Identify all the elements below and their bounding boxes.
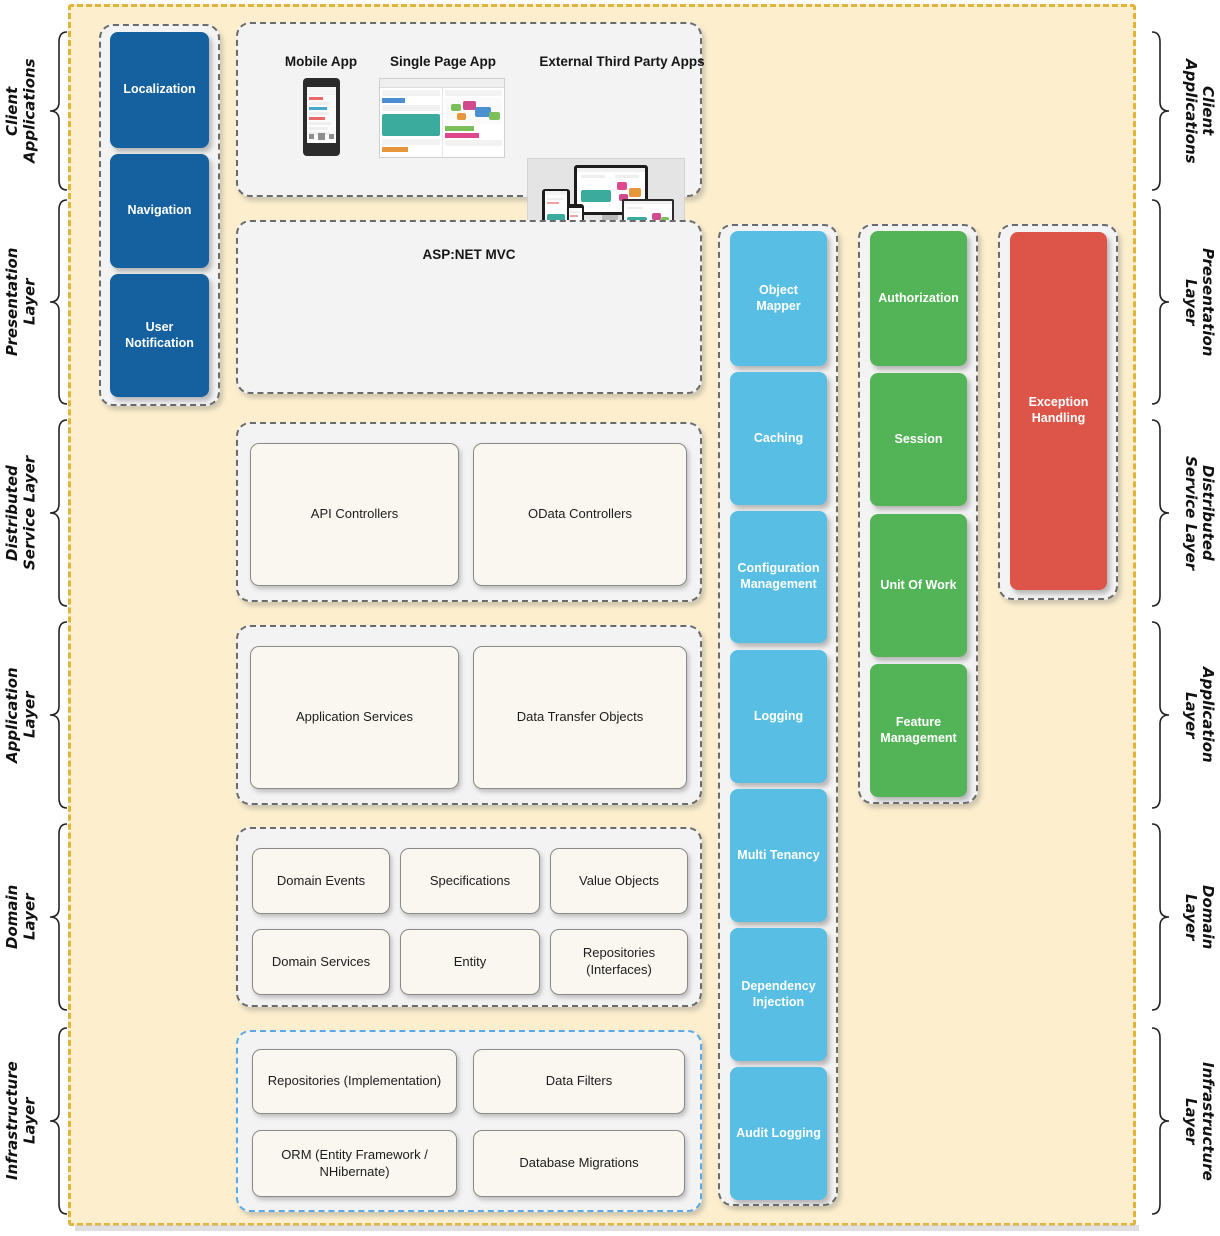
left-brace-infrastructure-layer [47,1026,69,1216]
right-brace-infrastructure-layer [1150,1026,1172,1216]
tile-logging[interactable]: Logging [730,650,827,783]
tile-database-migrations-label: Database Migrations [519,1155,639,1171]
tile-orm[interactable]: ORM (Entity Framework / NHibernate) [252,1130,457,1197]
tile-audit-logging-label: Audit Logging [736,1125,821,1140]
tile-data-transfer-objects-label: Data Transfer Objects [516,709,644,725]
right-label-domain-layer: Domain Layer [1181,884,1217,950]
tile-configuration-management[interactable]: Configuration Management [730,511,827,643]
tile-data-filters-label: Data Filters [545,1073,613,1089]
tile-session[interactable]: Session [870,373,967,506]
tile-user-notification-label: User Notification [125,319,194,350]
right-brace-domain-layer [1150,822,1172,1012]
tile-authorization-label: Authorization [878,290,959,305]
tile-navigation-label: Navigation [127,203,192,218]
tile-session-label: Session [894,431,943,446]
left-label-distributed-service-layer: Distributed Service Layer [3,455,39,571]
right-brace-client-applications [1150,30,1172,192]
right-label-distributed-service-layer: Distributed Service Layer [1181,455,1217,571]
left-brace-presentation-layer [47,198,69,406]
tile-dependency-injection[interactable]: Dependency Injection [730,928,827,1061]
tile-caching[interactable]: Caching [730,372,827,505]
left-label-application-layer: Application Layer [3,667,39,763]
right-label-infrastructure-layer: Infrastructure Layer [1181,1061,1217,1181]
tile-data-transfer-objects[interactable]: Data Transfer Objects [473,646,687,789]
left-label-presentation-layer: Presentation Layer [3,247,39,357]
tile-localization-label: Localization [123,82,196,97]
tile-domain-events-label: Domain Events [276,872,366,888]
tile-entity-label: Entity [453,953,487,969]
tile-application-services-label: Application Services [295,709,414,725]
left-brace-client-applications [47,30,69,192]
tile-value-objects-label: Value Objects [579,872,659,888]
tile-value-objects[interactable]: Value Objects [550,848,688,914]
tile-orm-label: ORM (Entity Framework / NHibernate) [281,1146,428,1179]
tile-feature-management-label: Feature Management [880,714,957,745]
tile-caching-label: Caching [753,430,804,445]
tile-feature-management[interactable]: Feature Management [870,664,967,797]
tile-odata-controllers-label: OData Controllers [527,506,633,522]
right-brace-application-layer [1150,620,1172,810]
tile-audit-logging[interactable]: Audit Logging [730,1067,827,1200]
left-label-domain-layer: Domain Layer [3,884,39,950]
right-label-presentation-layer: Presentation Layer [1181,247,1217,357]
tile-odata-controllers[interactable]: OData Controllers [473,443,687,586]
tile-database-migrations[interactable]: Database Migrations [473,1130,685,1197]
client-app-label-mobile: Mobile App [284,54,358,69]
left-label-infrastructure-layer: Infrastructure Layer [3,1061,39,1181]
left-brace-distributed-service-layer [47,418,69,608]
tile-multi-tenancy[interactable]: Multi Tenancy [730,789,827,922]
presentation-layer-group [236,220,702,394]
right-brace-presentation-layer [1150,198,1172,406]
tile-multi-tenancy-label: Multi Tenancy [737,847,820,862]
client-app-label-spa: Single Page App [389,54,497,69]
tile-logging-label: Logging [753,708,804,723]
tile-specifications-label: Specifications [429,872,511,888]
tile-api-controllers-label: API Controllers [310,506,399,522]
tile-exception-handling-label: Exception Handling [1028,395,1089,425]
aspnet-mvc-title: ASP:NET MVC [422,247,516,262]
tile-repositories-interfaces-label: Repositories (Interfaces) [582,945,656,977]
tile-user-notification[interactable]: User Notification [110,274,209,397]
tile-entity[interactable]: Entity [400,929,540,995]
left-brace-application-layer [47,620,69,810]
left-label-client-applications: Client Applications [3,58,39,164]
tile-object-mapper-label: Object Mapper [756,282,801,313]
tile-unit-of-work-label: Unit Of Work [880,577,957,592]
tile-application-services[interactable]: Application Services [250,646,459,789]
tile-authorization[interactable]: Authorization [870,231,967,366]
tile-domain-services[interactable]: Domain Services [252,929,390,995]
dashboard-thumbnail-spa [379,78,505,158]
tile-data-filters[interactable]: Data Filters [473,1049,685,1114]
right-label-application-layer: Application Layer [1181,667,1217,763]
tile-domain-events[interactable]: Domain Events [252,848,390,914]
tile-dependency-injection-label: Dependency Injection [741,978,816,1009]
tile-api-controllers[interactable]: API Controllers [250,443,459,586]
tile-localization[interactable]: Localization [110,32,209,148]
tile-configuration-management-label: Configuration Management [737,561,820,591]
tile-repositories-interfaces[interactable]: Repositories (Interfaces) [550,929,688,995]
client-app-label-external: External Third Party Apps [539,54,705,69]
right-brace-distributed-service-layer [1150,418,1172,608]
tile-unit-of-work[interactable]: Unit Of Work [870,514,967,657]
tile-repositories-implementation-label: Repositories (Implementation) [267,1073,442,1089]
left-brace-domain-layer [47,822,69,1012]
tile-object-mapper[interactable]: Object Mapper [730,231,827,366]
tile-exception-handling[interactable]: Exception Handling [1010,232,1107,590]
tile-specifications[interactable]: Specifications [400,848,540,914]
tile-navigation[interactable]: Navigation [110,154,209,268]
tile-repositories-implementation[interactable]: Repositories (Implementation) [252,1049,457,1114]
mobile-phone-thumbnail [303,78,340,156]
tile-domain-services-label: Domain Services [271,953,371,969]
right-label-client-applications: Client Applications [1181,58,1217,164]
